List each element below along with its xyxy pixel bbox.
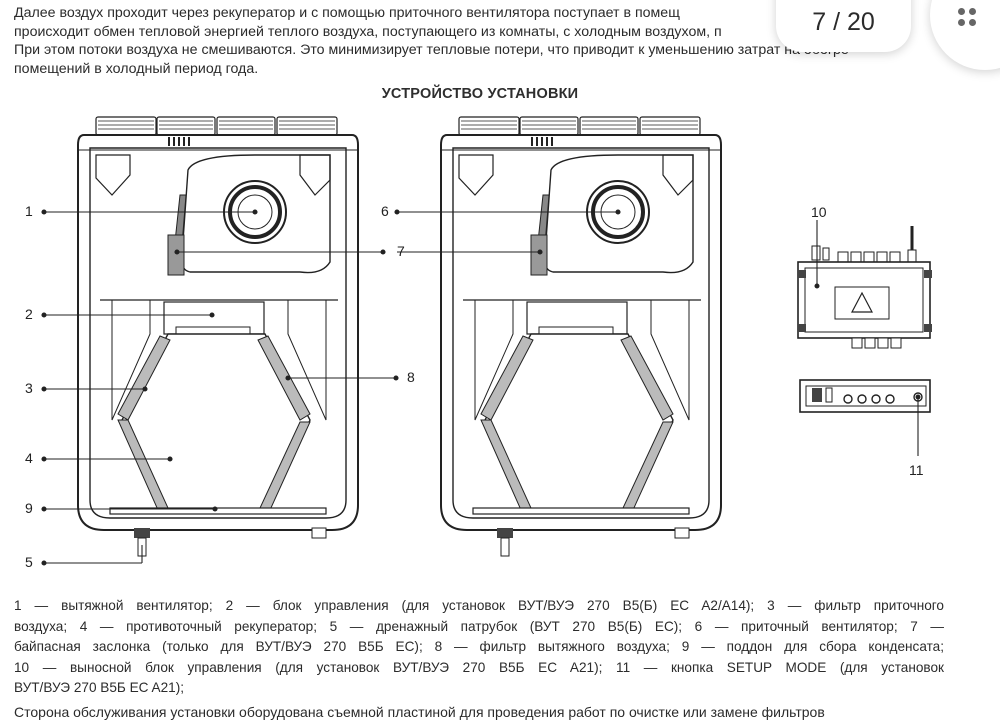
callout-10: 10	[811, 204, 827, 220]
intro-line: помещений в холодный период года.	[14, 60, 259, 77]
callout-1: 1	[25, 203, 33, 219]
intro-line: происходит обмен тепловой энергией тепло…	[14, 23, 722, 40]
legend-line: 1 — вытяжной вентилятор; 2 — блок управл…	[14, 598, 944, 613]
callout-4: 4	[25, 450, 33, 466]
legend-line: байпасная заслонка (только для ВУТ/ВУЭ 2…	[14, 639, 944, 655]
callout-2: 2	[25, 306, 33, 322]
legend-paragraph: 1 — вытяжной вентилятор; 2 — блок управл…	[14, 596, 944, 699]
callout-5: 5	[25, 554, 33, 570]
callout-7: 7	[397, 243, 405, 259]
intro-line: Далее воздух проходит через рекуператор …	[14, 5, 680, 21]
legend-line: ВУТ/ВУЭ 270 В5Б EC A21);	[14, 680, 185, 696]
callout-11: 11	[909, 462, 924, 478]
section-title: УСТРОЙСТВО УСТАНОВКИ	[381, 86, 579, 102]
page-indicator: 7 / 20	[776, 0, 911, 52]
legend-line: 10 — выносной блок управления (для устан…	[14, 659, 944, 675]
legend-line: воздуха; 4 — противоточный рекуператор; …	[14, 618, 944, 634]
callout-8: 8	[407, 369, 415, 385]
callout-3: 3	[25, 380, 33, 396]
tail-paragraph: Сторона обслуживания установки оборудова…	[14, 704, 825, 720]
intro-paragraph: Далее воздух проходит через рекуператор …	[14, 4, 944, 78]
dots-grid-icon	[958, 8, 984, 34]
intro-line: При этом потоки воздуха не смешиваются. …	[14, 42, 849, 59]
callout-6: 6	[381, 203, 389, 219]
callout-9: 9	[25, 500, 33, 516]
